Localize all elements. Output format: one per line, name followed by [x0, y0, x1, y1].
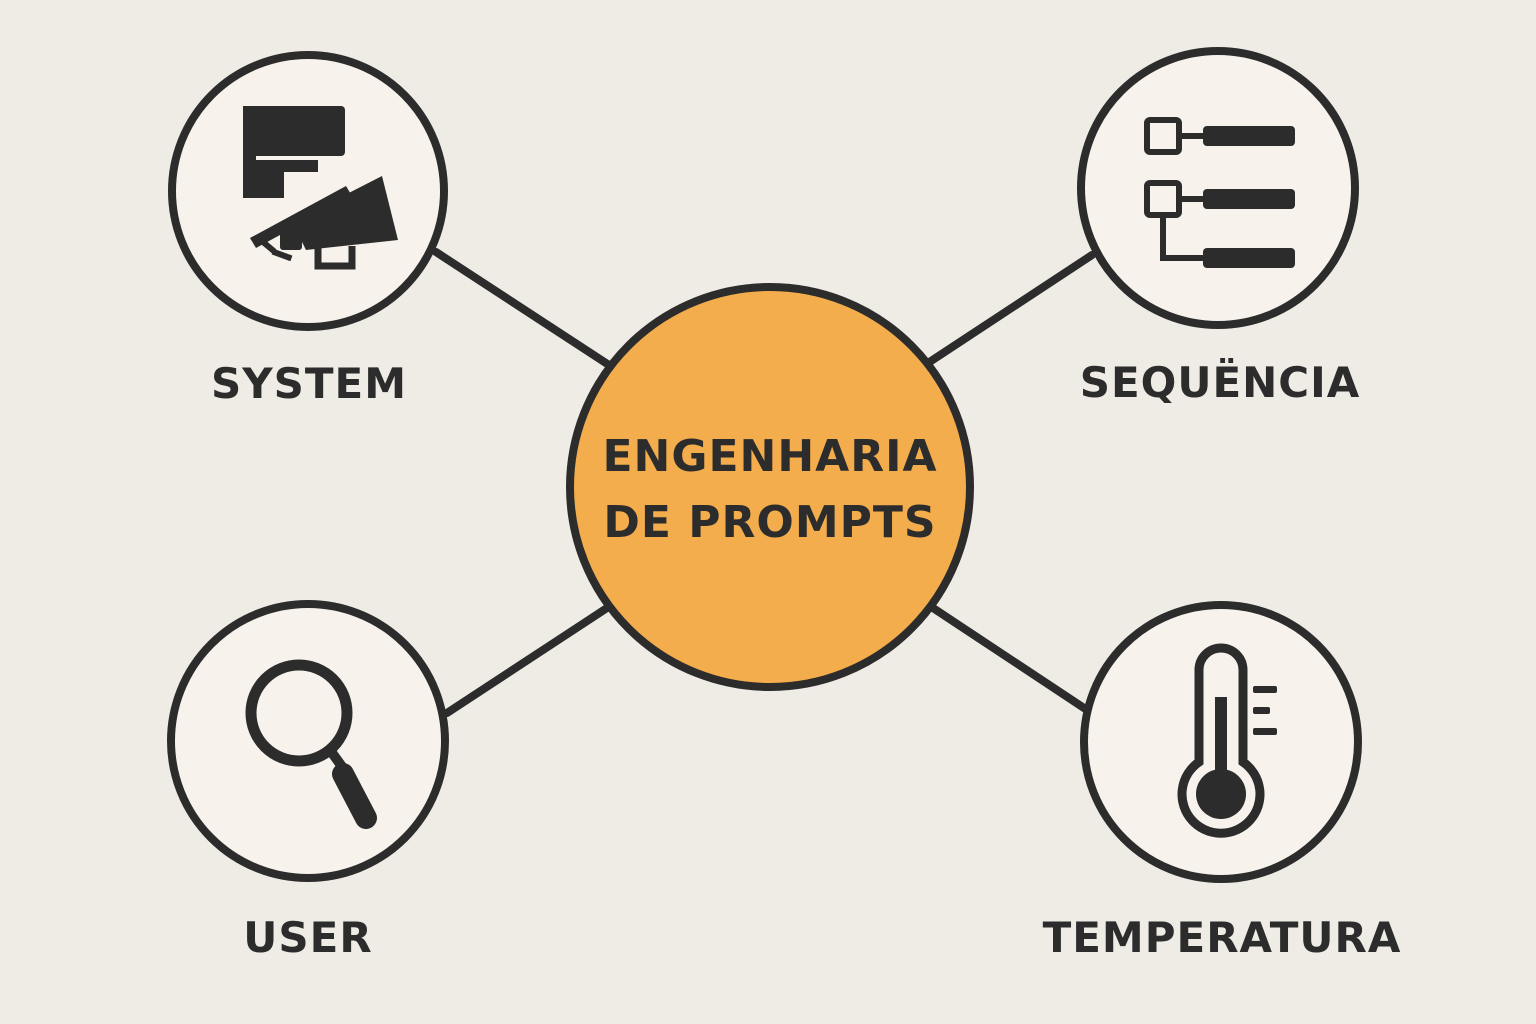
center-title-line-2: DE PROMPTS [603, 497, 936, 548]
center-node: ENGENHARIA DE PROMPTS [566, 283, 974, 691]
connector-user [443, 602, 614, 717]
center-circle [566, 283, 974, 691]
connector-sequencia [924, 251, 1096, 367]
node-sequencia-circle [1077, 47, 1359, 329]
node-user: USER [167, 600, 449, 962]
node-user-circle [167, 600, 449, 882]
node-sequencia-label: SEQUËNCIA [1080, 357, 1361, 407]
connector-temperatura [926, 602, 1091, 714]
node-system-label: SYSTEM [211, 359, 407, 408]
connectors [432, 248, 1096, 717]
node-temperatura-label: TEMPERATURA [1043, 913, 1402, 962]
magnifying-glass-icon [245, 659, 377, 829]
connector-system [432, 248, 616, 371]
flowchart-list-icon [1144, 117, 1295, 268]
node-temperatura: TEMPERATURA [1043, 601, 1402, 962]
node-sequencia: SEQUËNCIA [1077, 47, 1361, 407]
director-chair-megaphone-icon [243, 106, 398, 270]
node-user-label: USER [243, 913, 372, 962]
node-system: SYSTEM [168, 51, 448, 408]
node-system-circle [168, 51, 448, 331]
thermometer-icon [1177, 643, 1277, 838]
center-title-line-1: ENGENHARIA [602, 431, 937, 482]
